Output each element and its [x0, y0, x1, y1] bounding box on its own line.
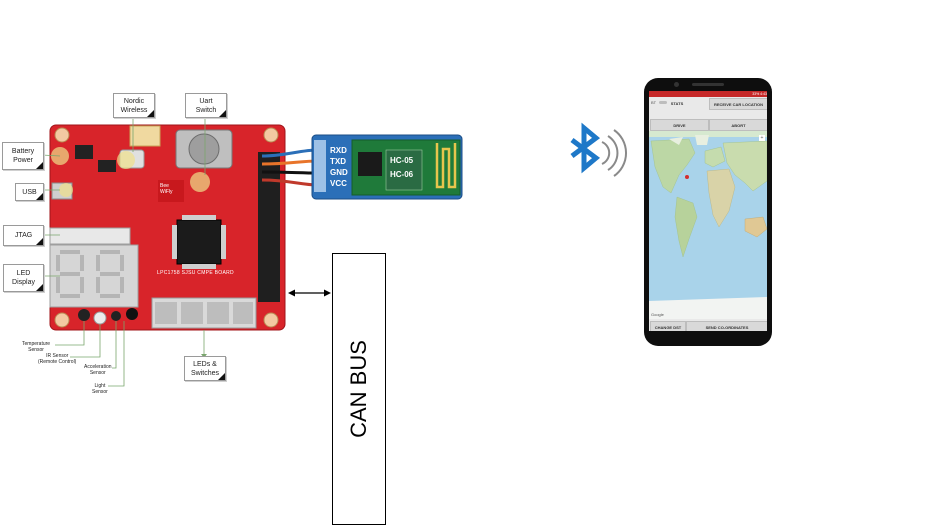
- hc05-module: [311, 134, 463, 200]
- abort-button[interactable]: ABORT: [709, 119, 767, 131]
- zoom-in-icon[interactable]: +: [759, 135, 765, 141]
- chip-label-hc05: HC-05: [390, 156, 414, 165]
- map-view[interactable]: Google +: [649, 131, 767, 319]
- pin-gnd: GND: [330, 168, 348, 177]
- pin-vcc: VCC: [330, 179, 347, 188]
- speaker-grille: [692, 83, 724, 86]
- map-watermark: Google: [651, 312, 664, 317]
- receive-car-location-button[interactable]: RECEIVE CAR LOCATION: [709, 98, 767, 110]
- callout-jtag: JTAG: [3, 225, 44, 246]
- chip-label-hc06: HC-06: [390, 170, 414, 179]
- label-temperature-sensor: Temperature Sensor: [22, 341, 51, 353]
- pin-rxd: RXD: [330, 146, 347, 155]
- seven-segment-digits: [56, 250, 124, 298]
- board-logo: Bee WiFly: [160, 183, 173, 195]
- callout-led-display: LED Display: [3, 264, 44, 292]
- callout-nordic-wireless: Nordic Wireless: [113, 93, 155, 118]
- label-acceleration-sensor: Acceleration Sensor: [84, 364, 112, 376]
- board-silkscreen: LPC1758 SJSU CMPE BOARD: [157, 270, 234, 276]
- pin-txd: TXD: [330, 157, 346, 166]
- phone-screen: 33% 4:43 BT STATS RECEIVE CAR LOCATION D…: [649, 91, 767, 331]
- status-bar: 33% 4:43: [649, 91, 767, 97]
- bt-toggle-label: BT: [651, 100, 657, 105]
- change-dst-button[interactable]: CHANGE DST: [650, 321, 686, 331]
- drive-button[interactable]: DRIVE: [650, 119, 709, 131]
- bidirectional-arrow-icon: [288, 289, 331, 297]
- dev-board: [49, 124, 286, 331]
- stats-button[interactable]: STATS: [669, 98, 685, 108]
- label-light-sensor: Light Sensor: [92, 383, 108, 395]
- callout-uart-switch: Uart Switch: [185, 93, 227, 118]
- can-bus-box: CAN BUS: [332, 253, 386, 525]
- camera-icon: [674, 82, 679, 87]
- callout-battery-power: Battery Power: [2, 142, 44, 170]
- world-map: [649, 131, 767, 319]
- label-ir-sensor: IR Sensor (Remote Control): [38, 353, 77, 365]
- can-bus-label: CAN BUS: [346, 340, 371, 438]
- smartphone: 33% 4:43 BT STATS RECEIVE CAR LOCATION D…: [644, 78, 772, 346]
- callout-usb: USB: [15, 183, 44, 201]
- callout-leds-switches: LEDs & Switches: [184, 356, 226, 381]
- bluetooth-icon: [570, 122, 627, 177]
- send-coordinates-button[interactable]: SEND CO-ORDINATES: [686, 321, 767, 331]
- bt-toggle[interactable]: [659, 101, 667, 104]
- callout-leaders: [41, 116, 206, 387]
